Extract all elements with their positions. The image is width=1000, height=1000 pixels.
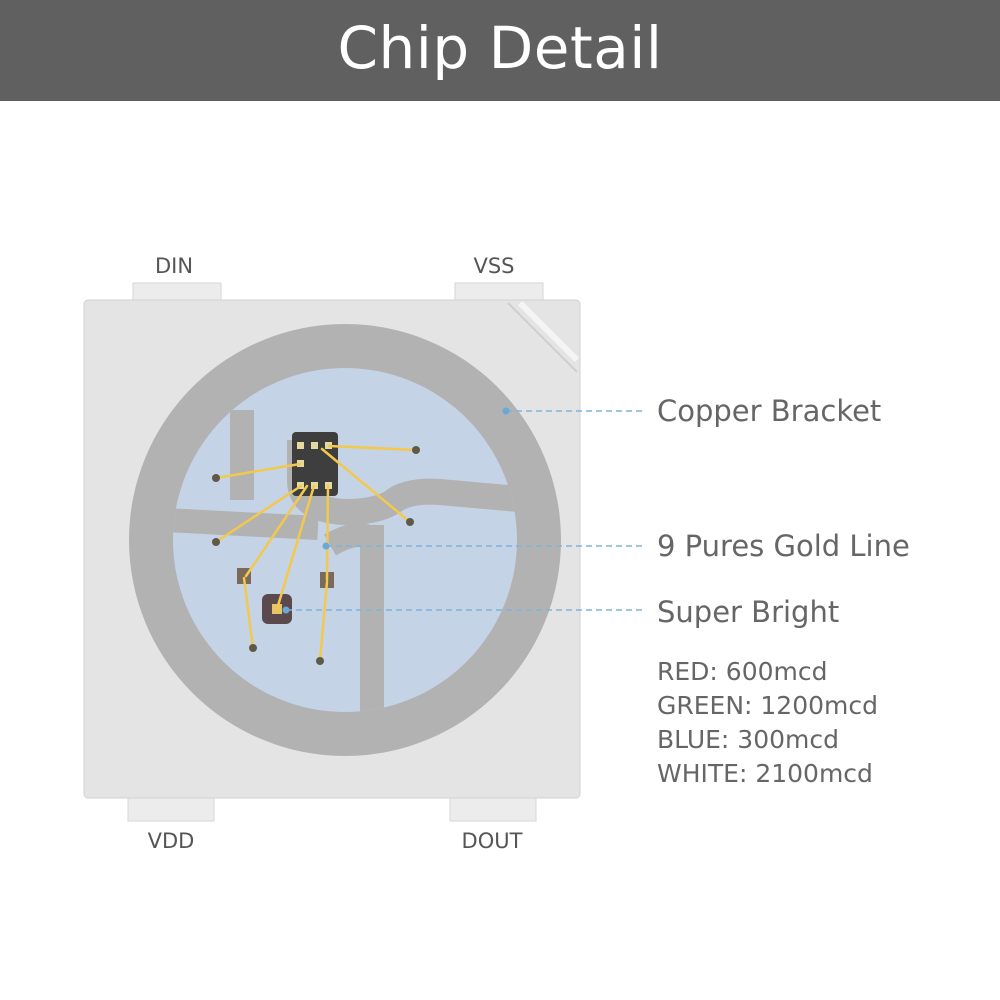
chamfer-highlight <box>517 300 580 363</box>
page-title: Chip Detail <box>337 13 663 82</box>
pin-label-dout: DOUT <box>462 829 523 853</box>
callout-super-bright: Super Bright <box>657 595 839 629</box>
spec-green: GREEN: 1200mcd <box>657 691 878 720</box>
pin-label-vss: VSS <box>473 254 514 278</box>
chamfer-mark <box>507 302 578 373</box>
leader-dots <box>282 407 510 614</box>
leader-lines <box>286 410 644 611</box>
pin-label-din: DIN <box>155 254 193 278</box>
spec-red: RED: 600mcd <box>657 657 827 686</box>
spec-white: WHITE: 2100mcd <box>657 759 873 788</box>
callout-gold-line: 9 Pures Gold Line <box>657 529 910 563</box>
spec-blue: BLUE: 300mcd <box>657 725 839 754</box>
callout-copper-bracket: Copper Bracket <box>657 394 881 428</box>
title-bar: Chip Detail <box>0 0 1000 101</box>
pin-label-vdd: VDD <box>148 829 195 853</box>
bond-points <box>212 446 420 665</box>
gold-wires <box>214 444 418 663</box>
